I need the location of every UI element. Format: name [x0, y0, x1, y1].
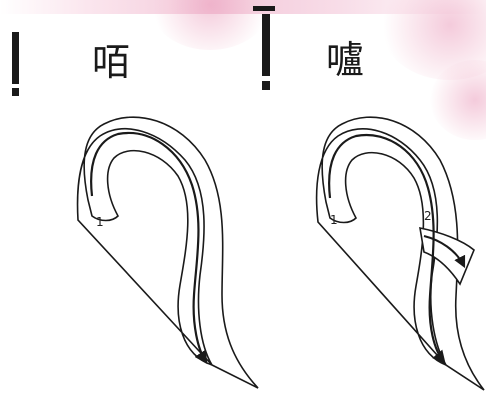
character-label-right: 嚧	[326, 38, 365, 82]
stroke-direction-arrow-right-1	[328, 133, 446, 365]
stroke-direction-arrow-left	[90, 131, 208, 365]
marker-bar-left	[12, 32, 19, 84]
marker-bar-right	[262, 14, 270, 76]
hook-stroke-left: 1	[76, 116, 259, 389]
marker-cap-right	[253, 6, 275, 11]
hook-outline-left	[76, 116, 259, 389]
character-label-left: 咟	[92, 40, 131, 84]
hook-stroke-right: 1 2	[315, 116, 485, 391]
stroke-number-left: 1	[96, 215, 104, 229]
stroke-number-right-1: 1	[330, 213, 338, 227]
marker-dot-left	[12, 88, 19, 96]
stroke-direction-arrow-right-2	[423, 235, 466, 269]
stroke-number-right-2: 2	[424, 209, 432, 223]
hook-outline-right	[315, 116, 485, 391]
marker-dot-right	[262, 81, 270, 90]
